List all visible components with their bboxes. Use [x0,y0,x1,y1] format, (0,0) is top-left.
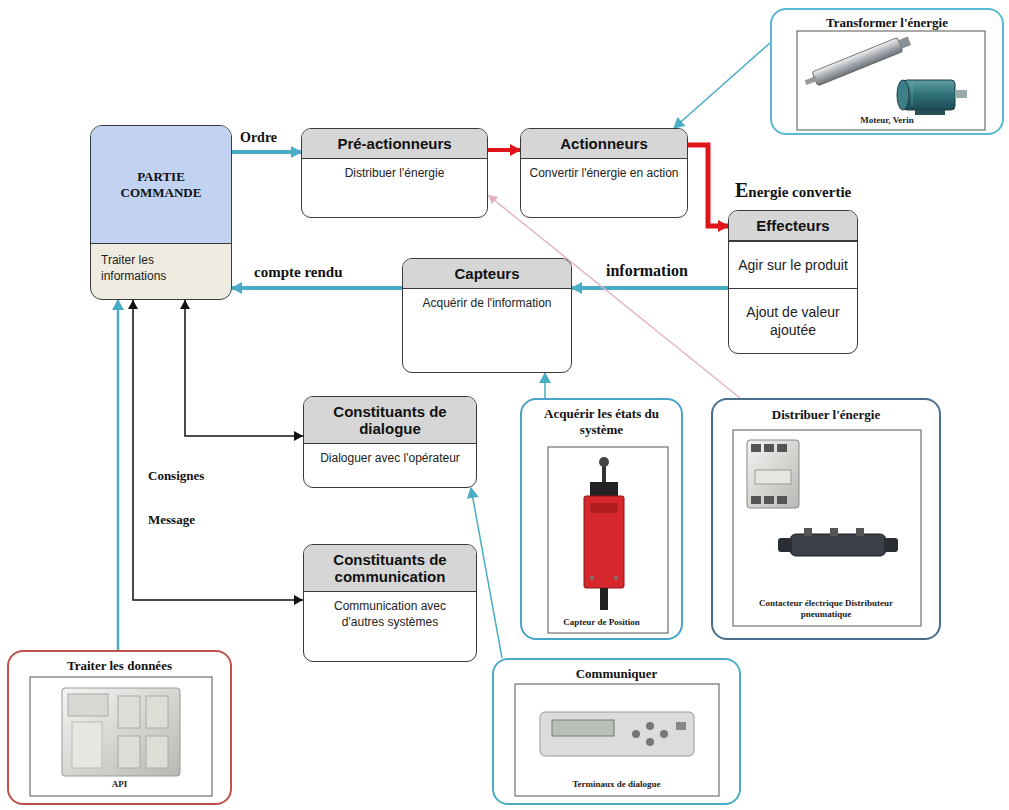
box-heading: Actionneurs [521,129,687,159]
box-body: Acquérir de l'information [403,289,571,372]
box-body: Convertir l'énergie en action [521,159,687,217]
box-body: Dialoguer avec l'opérateur [304,444,476,487]
flow-arrow [185,300,303,436]
signal-label: Consignes [146,468,206,484]
callout-box: Transformer l'énergieMoteur, Verin [770,8,1004,135]
box-body: Ajout de valeur ajoutée [729,288,857,353]
box-heading: Constituants de dialogue [304,397,476,444]
contactor-valve-picture [733,430,921,626]
callout-box: CommuniquerTerminaux de dialogue [492,658,741,805]
callout-title: Communiquer [576,666,658,682]
terminal-picture [515,684,719,796]
flow-arrow [133,300,303,600]
signal-label: Message [146,512,197,528]
box-body: Communication avec d'autres systèmes [304,592,476,661]
box-heading: Pré-actionneurs [302,129,487,159]
arrow-label: compte rendu [252,264,344,281]
flow-arrow [688,145,728,226]
process-box: EffecteursAgir sur le produitAjout de va… [728,210,858,354]
process-box: ActionneursConvertir l'énergie en action [520,128,688,218]
arrow-label: information [604,262,690,280]
box-heading: Constituants de communication [304,545,476,592]
box-body: Agir sur le produit [729,241,857,288]
flow-arrow [488,148,520,152]
flow-arrow [232,286,402,290]
flow-arrow [232,150,301,154]
box-body: Traiter les informations [91,244,231,299]
callout-box: Distribuer l'énergieContacteur électriqu… [711,398,941,640]
callout-title: Distribuer l'énergie [772,407,880,423]
callout-box: Acquérir les états du systèmeCapteur de … [520,398,683,640]
process-box: Pré-actionneursDistribuer l'énergie [301,128,488,218]
process-box: CapteursAcquérir de l'information [402,258,572,373]
picture-caption: Moteur, Verin [860,115,914,126]
box-heading: PARTIE COMMANDE [91,126,231,244]
callout-title: Transformer l'énergie [826,15,948,31]
arrow-label: Ordre [238,130,279,146]
callout-box: Traiter les donnéesAPI [7,650,232,805]
position-sensor-picture [548,447,668,633]
callout-title: Acquérir les états du système [530,406,673,437]
process-box: Constituants de communicationCommunicati… [303,544,477,662]
flow-arrow [117,300,120,650]
arrow-label: Energie convertie [733,179,853,202]
picture-caption: API [112,779,128,790]
picture-caption: Terminaux de dialogue [572,779,660,790]
box-heading: Capteurs [403,259,571,289]
motor-cylinder-picture [797,31,985,130]
picture-caption: Capteur de Position [563,617,639,628]
box-body: Distribuer l'énergie [302,159,487,217]
box-heading: Effecteurs [729,211,857,241]
process-box: Constituants de dialogueDialoguer avec l… [303,396,477,488]
flow-arrow [674,43,770,128]
picture-caption: Contacteur électrique Distributeur pneum… [736,598,916,621]
flow-arrow [544,373,546,398]
callout-title: Traiter les données [67,658,172,674]
flow-arrow [572,286,728,290]
plc-picture [30,677,212,796]
control-unit-box: PARTIE COMMANDETraiter les informations [90,125,232,300]
